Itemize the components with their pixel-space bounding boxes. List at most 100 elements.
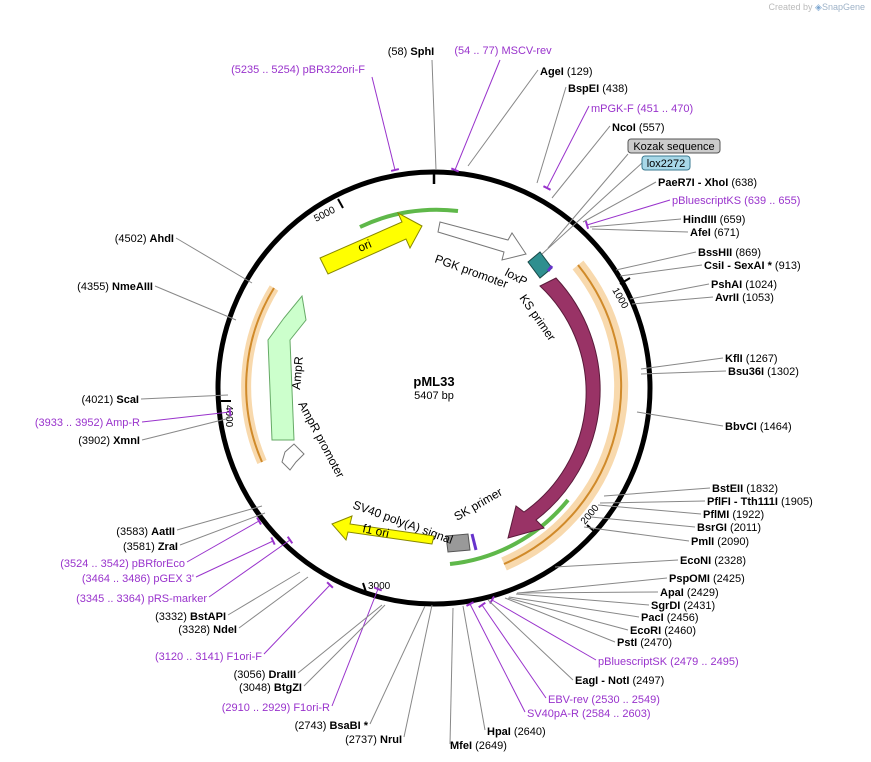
- orf-arc-left-line: [245, 287, 275, 463]
- primer-mark: [228, 407, 232, 417]
- site-leader-line: [640, 357, 724, 370]
- primer-mark: [326, 581, 334, 589]
- site-label-mscv-rev: (54 .. 77) MSCV-rev: [454, 45, 552, 57]
- boxed-labels: Kozak sequence lox2272: [541, 138, 721, 255]
- lox2272-box: [641, 155, 691, 171]
- site-leader-line: [536, 86, 567, 184]
- site-label-mpgk-f: mPGK-F (451 .. 470): [591, 103, 693, 115]
- site-label-kfli: KflI (1267): [725, 353, 778, 365]
- site-leader-line: [186, 520, 260, 563]
- site-leader-line: [636, 411, 724, 427]
- site-leader-line: [582, 181, 657, 223]
- orf-arc-ostir1-line: [503, 264, 623, 565]
- site-label-nrui: (2737) NruI: [345, 734, 402, 746]
- site-label-eagi-noti: EagI - NotI (2497): [575, 675, 664, 687]
- site-leader-line: [516, 591, 659, 594]
- site-leader-line: [369, 605, 426, 725]
- primer-mark: [450, 167, 460, 173]
- site-label-sphi: (58) SphI: [388, 46, 434, 58]
- primer-mark: [256, 517, 262, 525]
- site-label-agei: AgeI (129): [540, 66, 593, 78]
- site-label-pbrforeco: (3524 .. 3542) pBRforEco: [60, 558, 185, 570]
- site-label-prs-marker: (3345 .. 3364) pRS-marker: [76, 593, 207, 605]
- feature-label-ampr: AmpR: [289, 355, 306, 390]
- site-leader-line: [140, 394, 229, 400]
- site-label-xmni: (3902) XmnI: [78, 435, 140, 447]
- site-leader-line: [297, 604, 383, 674]
- ruler-label-4000: 4000: [223, 405, 234, 428]
- site-leader-line: [603, 487, 711, 497]
- feature-pgk-promoter: [437, 221, 527, 261]
- site-leader-line: [403, 604, 433, 738]
- site-label-pmli: PmlI (2090): [691, 536, 749, 548]
- primer-mark: [373, 586, 383, 592]
- site-label-bsu36i: Bsu36I (1302): [728, 366, 799, 378]
- primer-mark: [465, 601, 475, 607]
- site-label-mfei: MfeI (2649): [450, 740, 507, 752]
- orf-arc-right-green: [449, 498, 570, 566]
- site-leader-line: [583, 526, 690, 542]
- site-leader-line: [517, 577, 668, 594]
- orf-arc-pgk-green: [359, 207, 459, 229]
- site-leader-line: [449, 607, 454, 745]
- site-label-pbluescriptks: pBluescriptKS (639 .. 655): [672, 195, 800, 207]
- primer-mark: [390, 168, 400, 172]
- site-label-bbvci: BbvCI (1464): [725, 421, 792, 433]
- site-label-csii-sexai-: CsiI - SexAI * (913): [704, 260, 801, 272]
- kozak-label: Kozak sequence: [633, 141, 714, 153]
- feature-loxp: [527, 251, 553, 279]
- site-leader-line: [504, 597, 616, 643]
- site-label-psti: PstI (2470): [617, 637, 672, 649]
- site-label-bstapi: (3332) BstAPI: [155, 611, 226, 623]
- site-leader-line: [515, 593, 650, 606]
- site-leader-line: [640, 370, 727, 375]
- site-leader-line: [629, 283, 710, 300]
- snapgene-credit: Created by ◈SnapGene: [768, 2, 865, 13]
- ruler-tick-5000: [337, 198, 344, 209]
- site-leader-line: [371, 76, 396, 171]
- site-leader-line: [481, 604, 547, 699]
- credit-brand: SnapGene: [821, 2, 865, 12]
- site-label-pbr322ori-f: (5235 .. 5254) pBR322ori-F: [231, 64, 365, 76]
- site-label-avrii: AvrII (1053): [715, 292, 774, 304]
- feature-label-sk-primer: SK primer: [452, 485, 505, 524]
- site-leader-line: [469, 603, 526, 713]
- ruler-tick-3000: [362, 582, 367, 593]
- site-leader-line: [467, 69, 539, 167]
- site-leader-line: [487, 599, 574, 681]
- feature-label-ori: ori: [356, 237, 374, 255]
- site-label-sv40pa-r: SV40pA-R (2584 .. 2603): [527, 708, 651, 720]
- feature-f1-ori: [331, 515, 435, 545]
- primer-mark: [270, 536, 276, 546]
- site-label-ahdi: (4502) AhdI: [115, 233, 174, 245]
- site-label-pshai: PshAI (1024): [711, 279, 777, 291]
- site-label-f1ori-f: (3120 .. 3141) F1ori-F: [155, 651, 262, 663]
- site-leader-line: [176, 505, 263, 531]
- ruler-label-3000: 3000: [368, 581, 391, 592]
- site-label-bsteii: BstEII (1832): [712, 483, 778, 495]
- site-leader-line: [195, 540, 274, 578]
- site-leader-line: [141, 417, 231, 441]
- feature-sv40-polya: [445, 533, 471, 553]
- site-label-hindiii: HindIII (659): [683, 214, 745, 226]
- site-leader-line: [208, 539, 291, 598]
- feature-ostir1: [507, 277, 601, 539]
- primer-mark: [286, 536, 294, 544]
- site-leader-line: [141, 411, 231, 423]
- site-leader-line: [599, 500, 706, 504]
- feature-label-ampr-promoter: AmpR promoter: [295, 399, 347, 480]
- site-label-paci: PacI (2456): [641, 612, 699, 624]
- site-leader-line: [431, 59, 437, 171]
- site-label-pgex-3-: (3464 .. 3486) pGEX 3': [82, 573, 194, 585]
- primer-mark: [542, 185, 552, 191]
- site-leader-line: [631, 296, 714, 305]
- site-label-bsrgi: BsrGI (2011): [697, 522, 761, 534]
- site-leader-line: [590, 516, 696, 528]
- site-label-pflfi-tth111i: PflFI - Tth111I (1905): [707, 496, 813, 508]
- feature-label-f1-ori: f1 ori: [361, 521, 390, 540]
- site-label-scai: (4021) ScaI: [82, 394, 140, 406]
- plasmid-size: 5407 bp: [414, 390, 454, 402]
- feature-ampr-promoter: [281, 443, 305, 471]
- plasmid-title: pML33: [413, 374, 454, 389]
